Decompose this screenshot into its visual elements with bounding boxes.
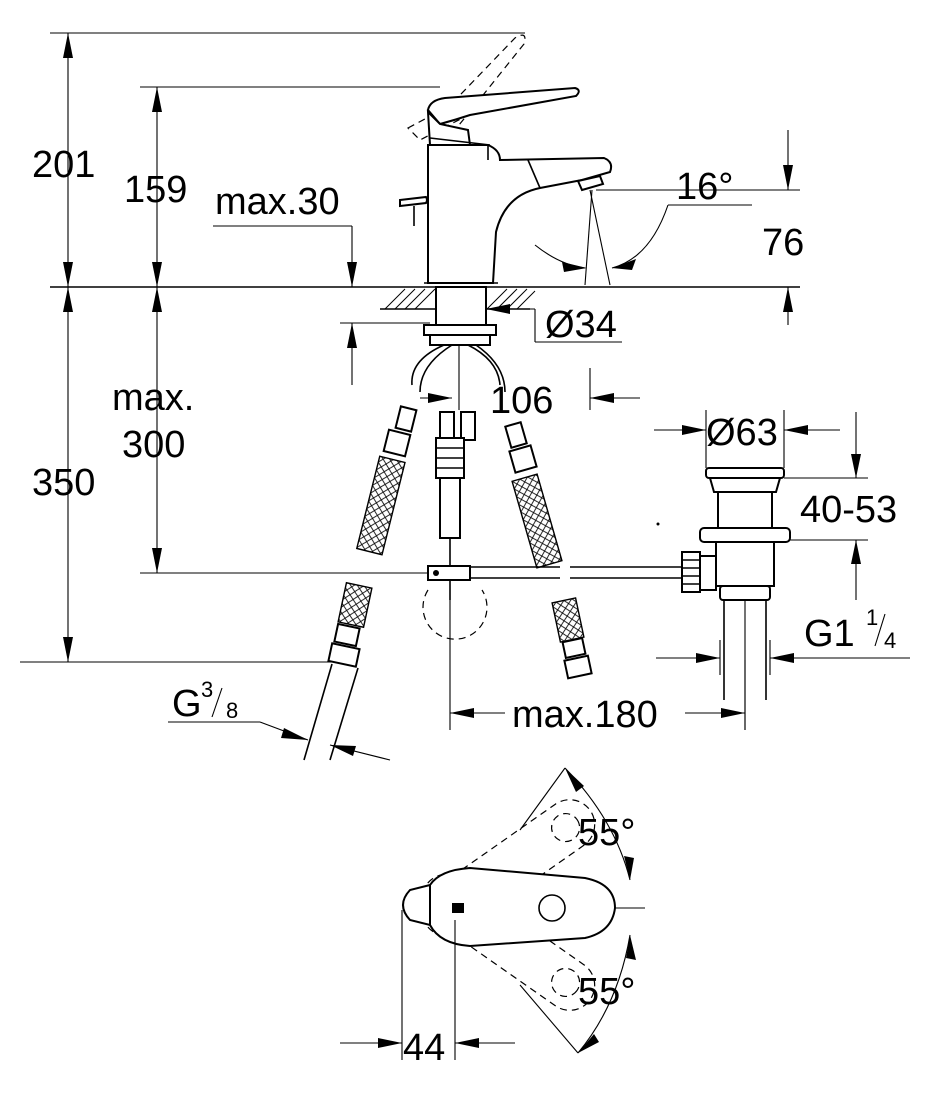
- dimension-line-201: [63, 33, 73, 287]
- dimension-line-159: [152, 87, 162, 287]
- hose-thread-numerator: 3: [201, 677, 213, 702]
- label-g1-1-4: G1 1 4: [804, 605, 896, 655]
- faucet-plan-view: [402, 799, 617, 1011]
- hose-thread-prefix: G: [172, 683, 202, 725]
- rotation-angle-dimensions: [519, 767, 645, 1054]
- label-max30: max.30: [215, 181, 340, 223]
- countertop-section: [380, 286, 536, 346]
- supply-tails: [411, 344, 506, 410]
- braided-hose-left-lower: [303, 581, 373, 761]
- label-201: 201: [32, 144, 95, 186]
- dimension-line-40-53: [784, 412, 868, 600]
- max30-leader: [213, 225, 430, 385]
- rod-rotation-circle: [422, 589, 488, 640]
- waste-thread-denominator: 4: [884, 628, 896, 653]
- label-55-degrees-top: 55°: [578, 812, 635, 854]
- braided-hose-left: [355, 405, 418, 556]
- label-350: 350: [32, 462, 95, 504]
- dimension-line-300: [152, 287, 162, 573]
- label-g-3-8: G 3 8: [172, 677, 238, 725]
- label-diameter-63: Ø63: [706, 412, 778, 454]
- dimension-line-44: [340, 910, 515, 1060]
- waste-thread-leader: [656, 640, 910, 675]
- label-106: 106: [490, 380, 553, 422]
- spout-angle-dimension: [534, 130, 800, 325]
- shank-diameter-leader: [486, 304, 622, 343]
- label-159: 159: [124, 169, 187, 211]
- braided-hose-right-lower: [551, 597, 593, 680]
- label-40-53: 40-53: [800, 489, 897, 531]
- faucet-elevation: [399, 34, 613, 284]
- label-55-degrees-bottom: 55°: [578, 971, 635, 1013]
- hose-thread-denominator: 8: [226, 698, 238, 723]
- hose-thread-leader: [168, 721, 391, 761]
- dimension-line-63: [654, 410, 840, 468]
- label-diameter-34: Ø34: [545, 304, 617, 346]
- label-max180: max.180: [512, 694, 658, 736]
- label-300: 300: [122, 424, 185, 466]
- label-76: 76: [762, 222, 804, 264]
- waste-assembly: [656, 467, 791, 730]
- label-16-degrees: 16°: [676, 166, 733, 208]
- label-max: max.: [112, 377, 194, 419]
- dimension-line-max180: [449, 600, 746, 730]
- pop-up-rod-assembly: [427, 411, 476, 600]
- braided-hose-right: [504, 420, 563, 569]
- waste-thread-numerator: 1: [866, 605, 878, 630]
- dimension-line-106: [420, 368, 640, 410]
- dimension-line-350: [63, 287, 73, 662]
- datum-lines: [20, 32, 800, 663]
- waste-thread-prefix: G1: [804, 613, 855, 655]
- label-44: 44: [403, 1027, 445, 1069]
- pop-up-linkage: [470, 566, 682, 579]
